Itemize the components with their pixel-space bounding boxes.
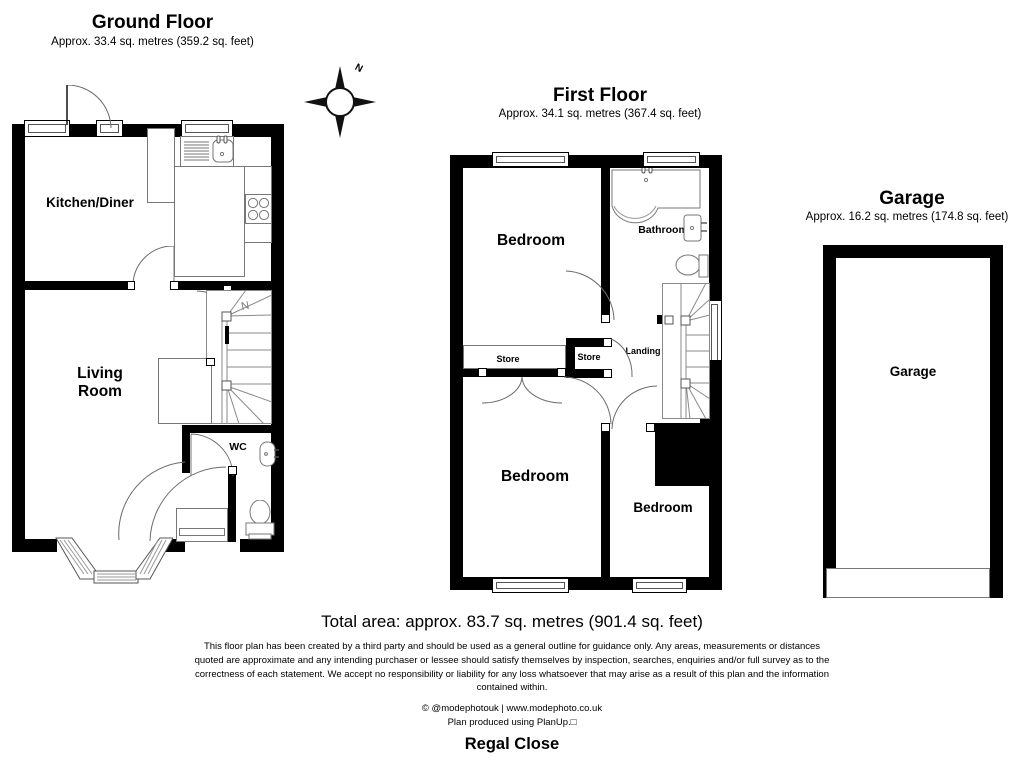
bay-window-living-room bbox=[55, 537, 173, 584]
bathroom-bath-icon bbox=[611, 168, 701, 224]
hob-burners-icon bbox=[247, 197, 270, 221]
first-floor-subtitle: Approx. 34.1 sq. metres (367.4 sq. feet) bbox=[498, 108, 702, 120]
credit-line-1: © @modephotouk | www.modephoto.co.uk bbox=[421, 703, 603, 714]
first-wall-bed3-stair-block bbox=[655, 423, 722, 486]
garage-wall-right bbox=[990, 245, 1003, 598]
credit-block: © @modephotouk | www.modephoto.co.uk Pla… bbox=[0, 702, 1024, 730]
credit-line-2: Plan produced using PlanUp.□ bbox=[447, 716, 577, 728]
ground-wall-bottom-right bbox=[240, 539, 284, 552]
compass-rose-icon bbox=[304, 66, 376, 138]
ground-wall-wc-left bbox=[182, 425, 190, 473]
room-label-living-room: Living Room bbox=[40, 365, 160, 401]
garage-subtitle: Approx. 16.2 sq. metres (174.8 sq. feet) bbox=[805, 211, 1009, 223]
ground-floor-title: Ground Floor bbox=[91, 12, 214, 33]
window-bedroom2-rear bbox=[492, 578, 569, 593]
garage-wall-top bbox=[823, 245, 1003, 258]
first-wall-store2-bottom bbox=[566, 369, 612, 378]
property-address: Regal Close bbox=[464, 735, 560, 753]
room-label-store-2: Store bbox=[577, 352, 601, 362]
front-door-leaf bbox=[176, 508, 228, 542]
disclaimer-line-1: This floor plan has been created by a th… bbox=[203, 641, 821, 652]
door-swing-bedroom3 bbox=[611, 385, 658, 430]
garage-title: Garage bbox=[879, 188, 945, 209]
svg-text:N: N bbox=[240, 300, 250, 313]
door-jamb-store1-left bbox=[478, 368, 487, 377]
room-label-bedroom-2: Bedroom bbox=[500, 468, 570, 485]
window-bathroom bbox=[643, 152, 700, 167]
door-swing-front-entry bbox=[118, 461, 186, 541]
ground-wall-left bbox=[12, 124, 25, 552]
wc-basin-icon bbox=[259, 441, 279, 467]
staircase-first-detail bbox=[664, 283, 710, 419]
bathroom-toilet-icon bbox=[675, 254, 709, 278]
first-floor-title: First Floor bbox=[553, 85, 647, 106]
disclaimer-line-2: quoted are approximate and any intending… bbox=[194, 654, 830, 666]
kitchen-tall-unit bbox=[147, 128, 175, 203]
first-wall-store1-bottom-b bbox=[450, 368, 566, 377]
door-jamb-wc bbox=[228, 466, 237, 475]
garage-door bbox=[826, 568, 990, 598]
room-label-garage: Garage bbox=[889, 364, 937, 379]
door-jamb-bed2 bbox=[601, 423, 610, 432]
wc-toilet-icon bbox=[245, 500, 275, 540]
room-label-kitchen-diner: Kitchen/Diner bbox=[46, 195, 134, 210]
understairs-door-jamb bbox=[206, 358, 215, 366]
room-label-store-1: Store bbox=[496, 354, 520, 364]
disclaimer-line-4: contained within. bbox=[476, 682, 548, 694]
door-swing-kitchen-living bbox=[132, 246, 175, 285]
disclaimer-text: This floor plan has been created by a th… bbox=[132, 640, 892, 695]
kitchen-hob bbox=[245, 194, 272, 224]
window-bedroom1-front bbox=[492, 152, 569, 167]
kitchen-sink-icon bbox=[212, 135, 234, 163]
garage-wall-left bbox=[823, 245, 836, 598]
kitchen-island bbox=[174, 166, 245, 277]
bathroom-basin-icon bbox=[683, 214, 707, 242]
front-door-threshold bbox=[179, 528, 225, 536]
room-label-bedroom-3: Bedroom bbox=[633, 500, 693, 515]
room-label-living-line2: Room bbox=[78, 382, 122, 400]
room-label-landing: Landing bbox=[625, 346, 661, 356]
ground-floor-subtitle: Approx. 33.4 sq. metres (359.2 sq. feet) bbox=[51, 36, 254, 48]
ground-wall-right bbox=[271, 124, 284, 547]
ground-wall-wc-top bbox=[182, 425, 284, 433]
room-label-wc: WC bbox=[229, 441, 247, 453]
door-jamb-store1-right bbox=[557, 368, 566, 377]
window-bedroom3-rear bbox=[632, 578, 687, 593]
door-jamb-kitchen-living-2 bbox=[170, 281, 179, 290]
total-area-text: Total area: approx. 83.7 sq. metres (901… bbox=[321, 612, 703, 631]
door-jamb-bed3 bbox=[646, 423, 655, 432]
room-label-bedroom-1: Bedroom bbox=[496, 232, 566, 249]
disclaimer-line-3: correctness of each statement. We accept… bbox=[195, 668, 829, 680]
door-jamb-kitchen-living bbox=[127, 281, 135, 290]
ground-wall-bottom-left bbox=[12, 539, 57, 552]
room-label-bathroom: Bathroom bbox=[638, 224, 688, 236]
door-jamb-store2-top bbox=[603, 338, 612, 347]
window-stairwell bbox=[707, 300, 722, 365]
first-wall-bed2-right bbox=[601, 423, 610, 590]
ground-wall-wc-left-lower bbox=[228, 472, 236, 542]
first-wall-store2-left bbox=[566, 338, 575, 378]
door-swing-store2 bbox=[610, 338, 633, 378]
door-jamb-bathroom bbox=[601, 314, 610, 323]
staircase-ground bbox=[206, 290, 272, 424]
door-swing-front-entry-2 bbox=[149, 466, 227, 542]
first-wall-bed1-right bbox=[601, 155, 610, 323]
first-wall-store2-top bbox=[566, 338, 612, 347]
understairs-cupboard bbox=[158, 358, 212, 424]
kitchen-drainer-icon bbox=[184, 141, 209, 161]
staircase-ground-detail: N bbox=[221, 290, 272, 424]
window-kitchen-mid bbox=[96, 120, 123, 137]
store1-outline bbox=[463, 345, 566, 369]
door-jamb-store2-bottom bbox=[603, 369, 612, 378]
door-swing-bathroom bbox=[565, 270, 615, 321]
window-kitchen-left bbox=[24, 120, 70, 137]
door-swing-kitchen-entry bbox=[66, 85, 112, 129]
room-label-living-line1: Living bbox=[77, 365, 123, 382]
door-swing-store1 bbox=[481, 376, 563, 404]
ground-wall-kitchen-living bbox=[12, 281, 127, 290]
door-swing-bedroom2 bbox=[563, 376, 612, 425]
